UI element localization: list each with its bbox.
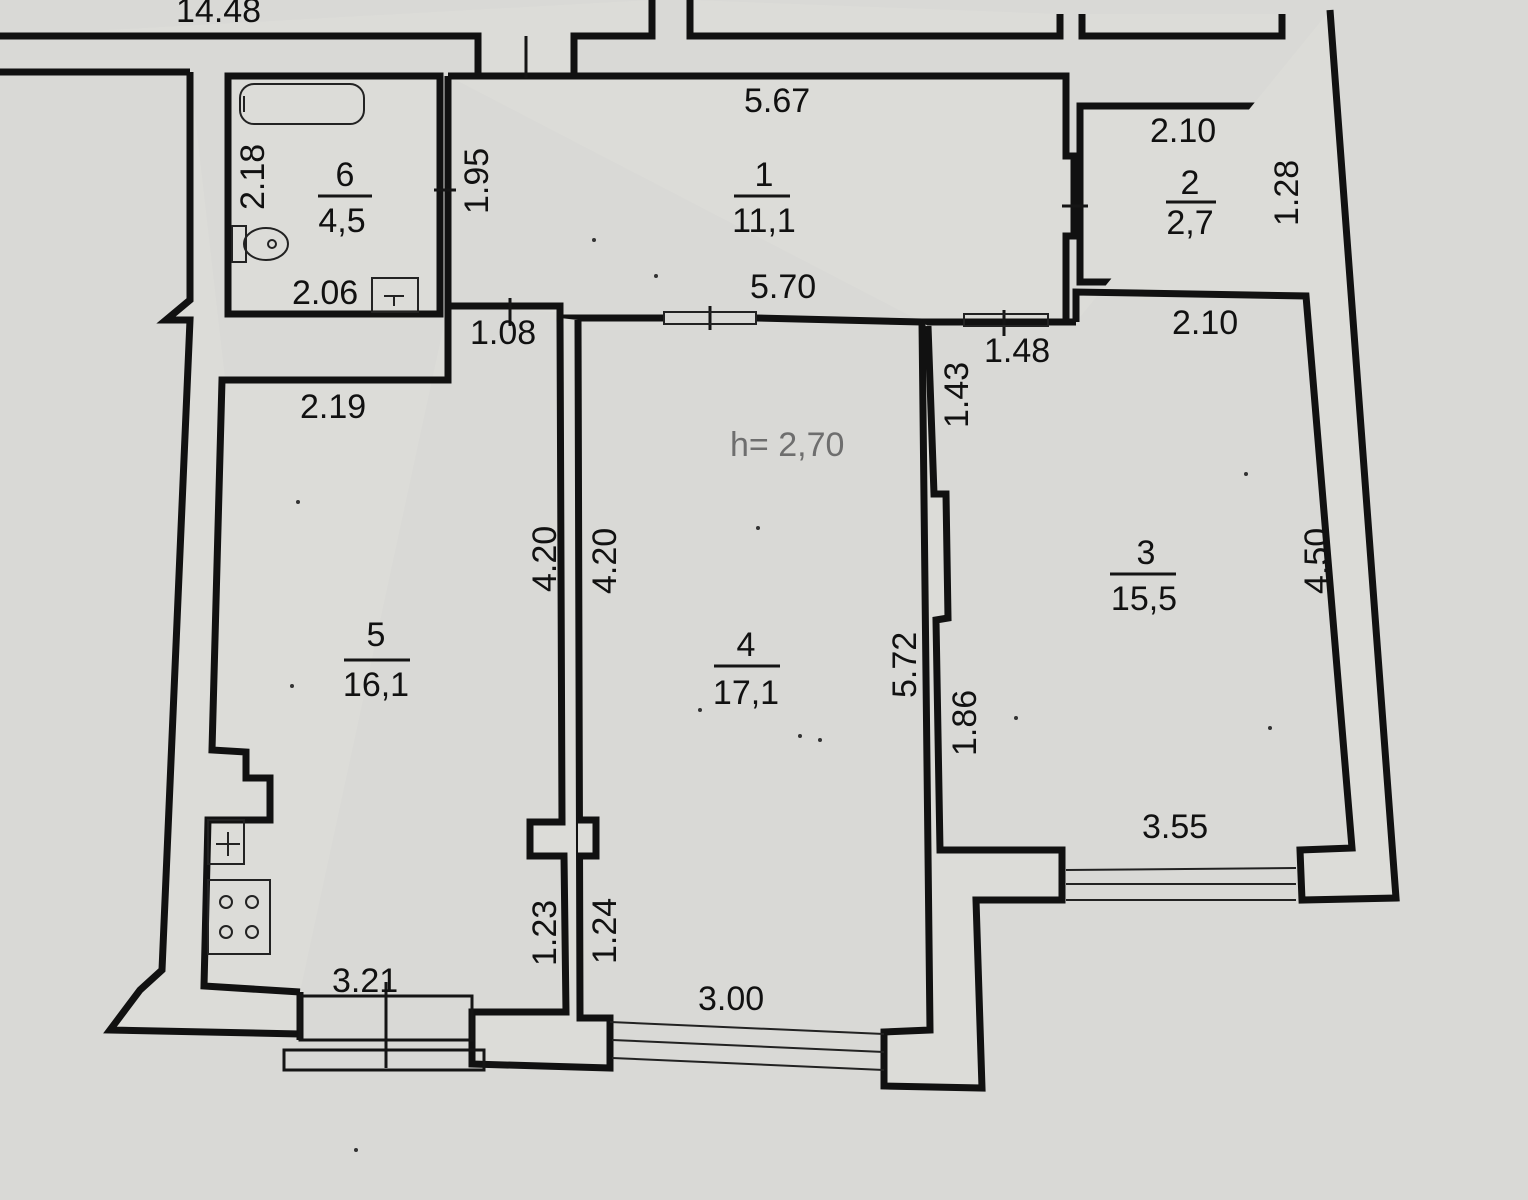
room-1-number: 1 [755,156,774,194]
top-corridor-wall [0,0,656,80]
top-far-right-wall [1078,14,1286,40]
fixtures [207,83,419,955]
wall-room5-right-inner [578,816,600,860]
dim-storage-side: 1.28 [1268,160,1306,226]
speckle [756,526,760,530]
washbasin-icon [371,277,419,313]
dim-room5-top: 2.19 [300,388,366,426]
windows [282,867,1297,1072]
speckle [296,500,300,504]
doors [434,36,1088,336]
dim-bath-bottom: 2.06 [292,274,358,312]
dim-storage-top: 2.10 [1150,112,1216,150]
dim-room3-right: 4.50 [1298,528,1336,594]
door-room4-opening [663,311,757,325]
toilet-drain-icon [267,239,277,249]
window-room4-line-2 [611,1039,885,1053]
dim-room4-bottom: 3.00 [698,980,764,1018]
dim-corridor: 1.08 [470,314,536,352]
window-room3-line-1 [1065,867,1297,871]
kitchen-sink-icon [207,819,245,865]
dim-hall-top: 5.67 [744,82,810,120]
hall-bottom-wall-right [755,314,923,326]
speckle [290,684,294,688]
dim-bath-top: 2.18 [234,144,272,210]
room-labels: 6 4,5 1 11,1 2 2,7 3 15,5 4 17,1 5 16,1 … [318,156,1216,712]
ceiling-height-label: h= 2,70 [730,426,844,464]
speckle [818,738,822,742]
top-right-wall [686,0,1064,40]
dim-room3-top: 2.10 [1172,304,1238,342]
wall-room5-room4 [468,317,614,1072]
speckle [354,1148,358,1152]
wall-room4-room3 [880,321,1066,1092]
hall-walls [448,72,1078,326]
dim-room3-left-upper: 1.43 [938,362,976,428]
dimension-labels: 14.48 5.67 5.70 1.95 2.18 2.06 1.08 2.10… [176,0,1336,1018]
left-exterior-wall [103,72,301,1038]
bathroom-walls [224,72,444,318]
speckle [1244,472,1248,476]
room-3-number: 3 [1137,534,1156,572]
dim-room5-right-lower: 1.23 [526,900,564,966]
toilet-bowl-icon [243,227,289,261]
room-4-number: 4 [737,626,756,664]
stove-icon [207,879,271,955]
room-2-area: 2,7 [1166,204,1213,242]
dim-hall-side: 1.95 [458,148,496,214]
dim-room3-left-lower: 1.86 [946,690,984,756]
room-5-area: 16,1 [343,666,409,704]
speckle [592,238,596,242]
stove-burner-3-icon [219,925,233,939]
dim-room5-bottom: 3.21 [332,962,398,1000]
speckle [698,708,702,712]
room-5-number: 5 [367,616,386,654]
stove-burner-4-icon [245,925,259,939]
walls [0,0,1400,1092]
stove-burner-2-icon [245,895,259,909]
dim-room4-left-upper: 4.20 [586,528,624,594]
window-room4-line-3 [611,1057,885,1071]
room-6-number: 6 [336,156,355,194]
stove-burner-1-icon [219,895,233,909]
bathtub-icon [239,83,365,125]
speckle [1268,726,1272,730]
room-2-number: 2 [1181,164,1200,202]
corridor-wall [200,306,452,996]
scan-speckles [290,238,1272,1152]
room-6-area: 4,5 [318,202,365,240]
hall-bottom-wall [448,302,664,322]
speckle [654,274,658,278]
room-4-area: 17,1 [713,674,779,712]
room-1-area: 11,1 [732,202,796,240]
dim-room4-left-lower: 1.24 [586,898,624,964]
room3-walls [1072,9,1400,904]
window-room4-line-1 [609,1021,885,1035]
room-3-area: 15,5 [1111,580,1177,618]
dim-room3-bottom: 3.55 [1142,808,1208,846]
door-room3-opening [963,313,1049,327]
speckle [798,734,802,738]
dim-overall: 14.48 [176,0,261,30]
dim-room4-right: 5.72 [886,632,924,698]
speckle [1014,716,1018,720]
dim-room5-right-upper: 4.20 [526,526,564,592]
window-room5-sill [282,1048,486,1072]
toilet-tank-icon [231,225,247,263]
dim-hall-bottom: 5.70 [750,268,816,306]
dim-room3-door: 1.48 [984,332,1050,370]
